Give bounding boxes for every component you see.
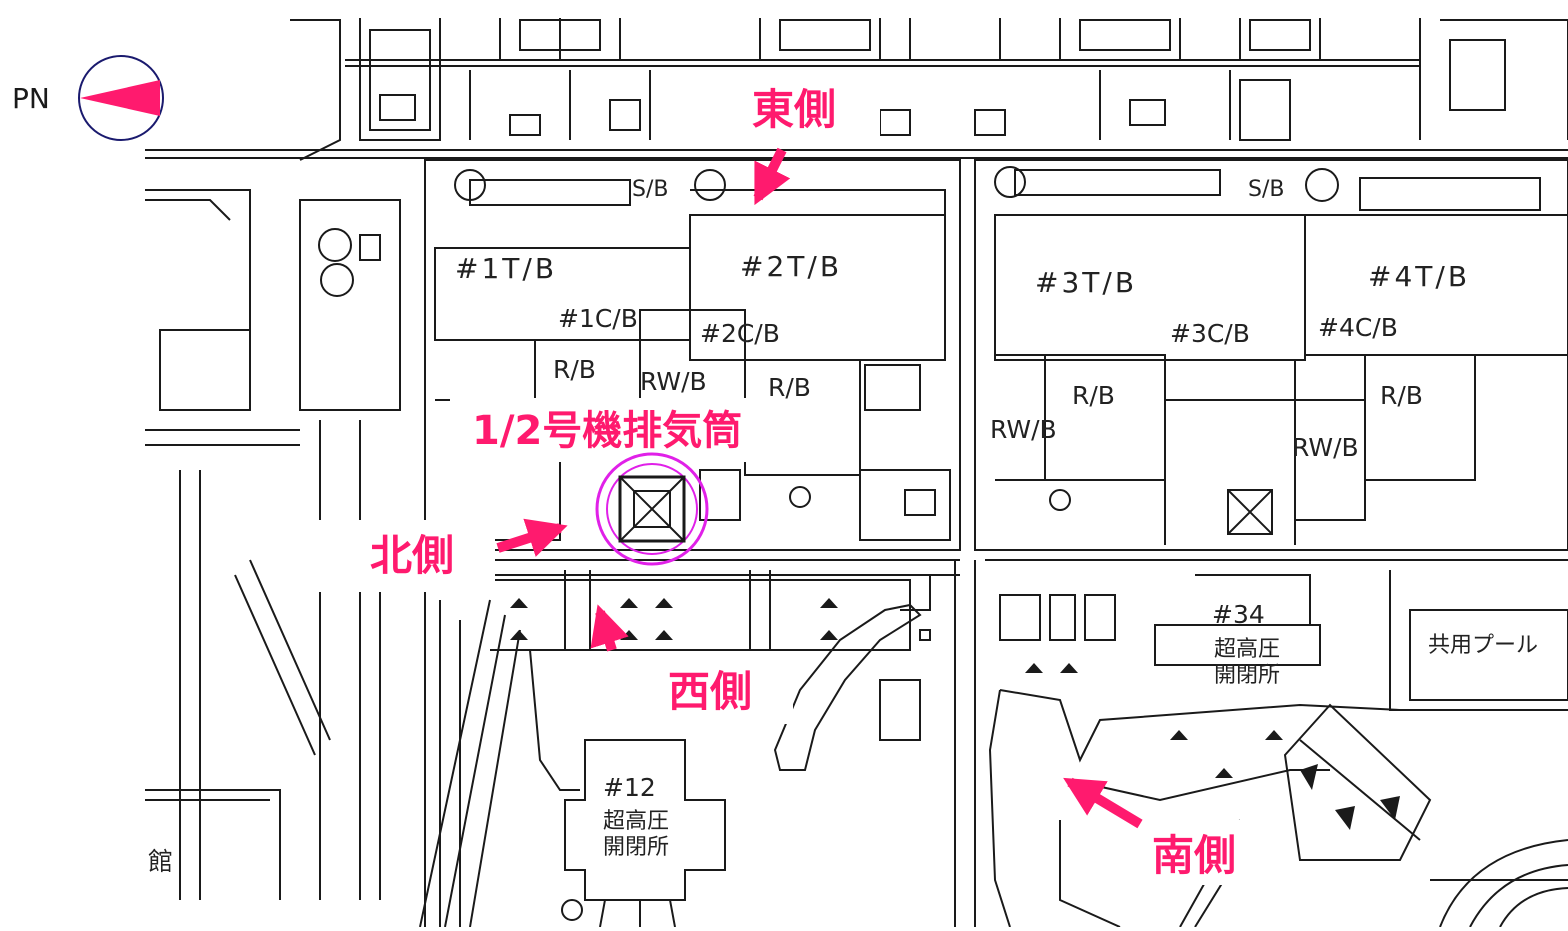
stack-34 (1227, 489, 1273, 535)
north-side-label: 北側 (370, 531, 454, 580)
switchyard-34-line2: 開閉所 (1214, 663, 1280, 688)
stack-ring-outer (595, 452, 709, 566)
building-labels: #1T/B #2T/B #3T/B #4T/B #1C/B #2C/B #3C/… (455, 177, 1470, 462)
switchyard-34-number: #34 (1212, 600, 1265, 629)
label-2tb: #2T/B (740, 250, 842, 283)
east-arrow-icon (753, 147, 791, 206)
label-3tb: #3T/B (1035, 266, 1137, 299)
west-side-label: 西側 (668, 667, 752, 716)
exhaust-stack (595, 452, 709, 566)
annotation-labels: 東側 1/2号機排気筒 北側 西側 南側 (370, 85, 1236, 880)
switchyard-34-line1: 超高圧 (1214, 637, 1280, 662)
switchyard-12: #12 超高圧 開閉所 (603, 773, 669, 860)
switchyard-12-line1: 超高圧 (603, 809, 669, 834)
south-side-label: 南側 (1152, 831, 1236, 880)
stack-base-icon (618, 475, 686, 543)
label-4tb: #4T/B (1368, 260, 1470, 293)
compass-label: PN (12, 82, 50, 115)
common-pool-label: 共用プール (1428, 633, 1538, 658)
label-4cb: #4C/B (1318, 313, 1398, 342)
label-3rb: R/B (1072, 381, 1115, 410)
label-1rwb: RW/B (640, 367, 707, 396)
label-1tb: #1T/B (455, 252, 557, 285)
stack-ring-inner (606, 463, 698, 555)
switchyard-34: #34 超高圧 開閉所 (1212, 600, 1280, 688)
west-arrow-icon (590, 604, 629, 652)
partial-building-label: 館 (148, 847, 173, 876)
label-4rwb: RW/B (1292, 433, 1359, 462)
east-side-label: 東側 (752, 85, 836, 134)
south-arrow-icon (1063, 777, 1143, 829)
road-and-structure-lines (145, 18, 1568, 928)
label-3rwb: RW/B (990, 415, 1057, 444)
switchyard-12-line2: 開閉所 (603, 835, 669, 860)
label-2rb: R/B (768, 373, 811, 402)
label-backdrops (295, 70, 1280, 885)
label-1rb: R/B (553, 355, 596, 384)
north-arrow-icon (496, 518, 568, 557)
stack-label: 1/2号機排気筒 (472, 408, 742, 454)
compass-rose: PN (12, 55, 164, 141)
label-sb-34: S/B (1248, 177, 1284, 202)
switchyard-12-number: #12 (603, 773, 656, 802)
annotation-arrows (496, 147, 1143, 829)
label-sb-12: S/B (632, 177, 668, 202)
label-3cb: #3C/B (1170, 319, 1250, 348)
compass-arrow-icon (80, 80, 160, 116)
label-1cb: #1C/B (558, 304, 638, 333)
tower-markers (510, 598, 1400, 830)
label-2cb: #2C/B (700, 319, 780, 348)
label-4rb: R/B (1380, 381, 1423, 410)
